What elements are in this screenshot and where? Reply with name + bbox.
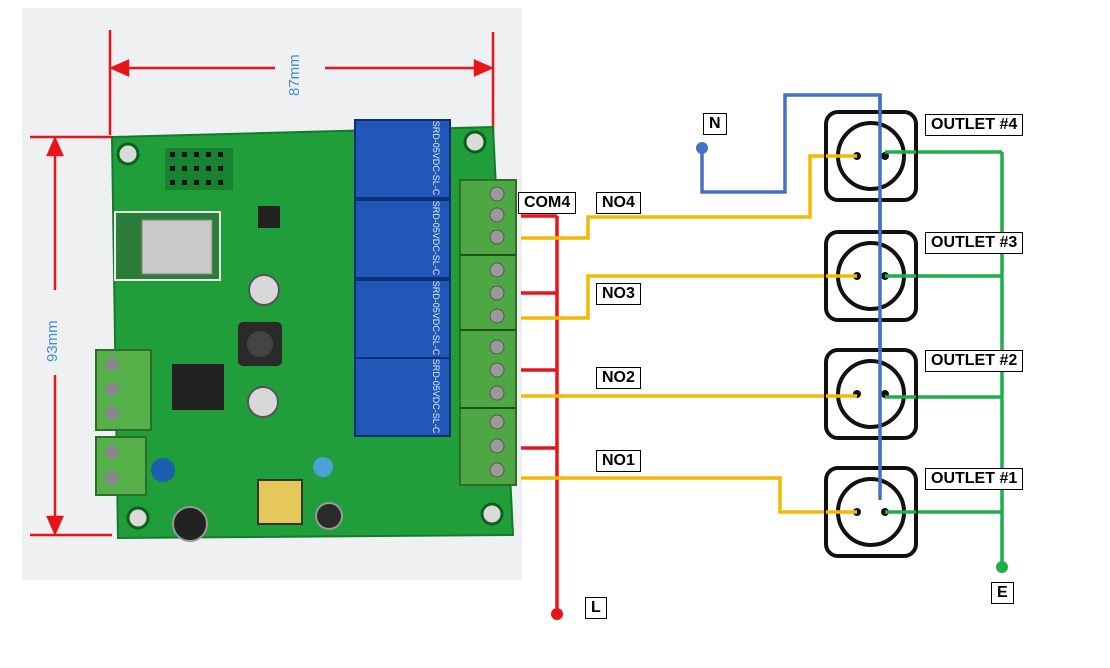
relay-pcb: SRD-05VDC-SL-C SRD-05VDC-SL-C SRD-05VDC-…: [95, 119, 517, 542]
outlet-3-label: OUTLET #3: [925, 232, 1024, 254]
relay-4: [354, 119, 451, 199]
no3-wire: [521, 274, 853, 320]
relay-3-text: SRD-05VDC-SL-C: [431, 201, 441, 276]
outlet-4-label: OUTLET #4: [925, 114, 1024, 136]
outlet-1-label: OUTLET #1: [925, 468, 1024, 490]
label-com4: COM4: [518, 192, 577, 214]
outlet-4: [824, 110, 918, 202]
label-no2: NO2: [596, 367, 641, 389]
width-dimension-label: 87mm: [286, 54, 303, 96]
height-dimension: [30, 135, 112, 537]
earth-terminal-dot: [996, 561, 1008, 573]
outlet-1: [824, 466, 918, 558]
relay-1: [354, 357, 451, 437]
outlet-2-label: OUTLET #2: [925, 350, 1024, 372]
outlet-2: [824, 348, 918, 440]
label-no3: NO3: [596, 283, 641, 305]
label-n: N: [703, 113, 727, 135]
relay-2-text: SRD-05VDC-SL-C: [431, 281, 441, 356]
no4-wire: [521, 154, 853, 240]
outlet-3: [824, 230, 918, 322]
relay-1-text: SRD-05VDC-SL-C: [431, 359, 441, 434]
relay-4-text: SRD-05VDC-SL-C: [431, 121, 441, 196]
neutral-terminal-dot: [696, 142, 708, 154]
relay-terminal-block: [459, 179, 517, 486]
live-wire: [521, 214, 559, 614]
label-no4: NO4: [596, 192, 641, 214]
live-terminal-dot: [551, 608, 563, 620]
switched-wires: [521, 154, 853, 514]
earth-wire-overlay: [885, 150, 916, 514]
switched-wire-overlay: [826, 154, 857, 514]
label-l: L: [585, 597, 607, 619]
relay-3: [354, 199, 451, 279]
no1-wire: [521, 476, 853, 514]
height-dimension-label: 93mm: [44, 320, 61, 362]
width-dimension: [108, 30, 495, 135]
label-no1: NO1: [596, 450, 641, 472]
relay-2: [354, 279, 451, 359]
label-e: E: [991, 582, 1014, 604]
